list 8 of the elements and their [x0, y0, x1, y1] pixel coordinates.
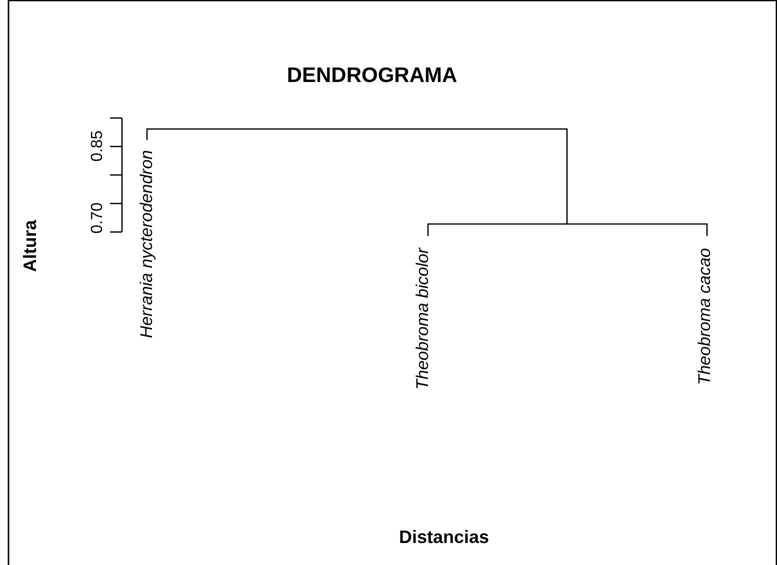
chart-title: DENDROGRAMA — [286, 64, 458, 87]
axis-title: Altura — [20, 220, 40, 272]
leaf-label: Herrania nycterodendron — [137, 150, 156, 338]
tick-label: 0.85 — [89, 130, 106, 162]
tick-label: 0.70 — [89, 202, 106, 234]
leaf-label: Theobroma cacao — [695, 248, 714, 386]
axis-title: Distancias — [398, 527, 490, 547]
leaf-label: Theobroma bicolor — [413, 248, 432, 390]
